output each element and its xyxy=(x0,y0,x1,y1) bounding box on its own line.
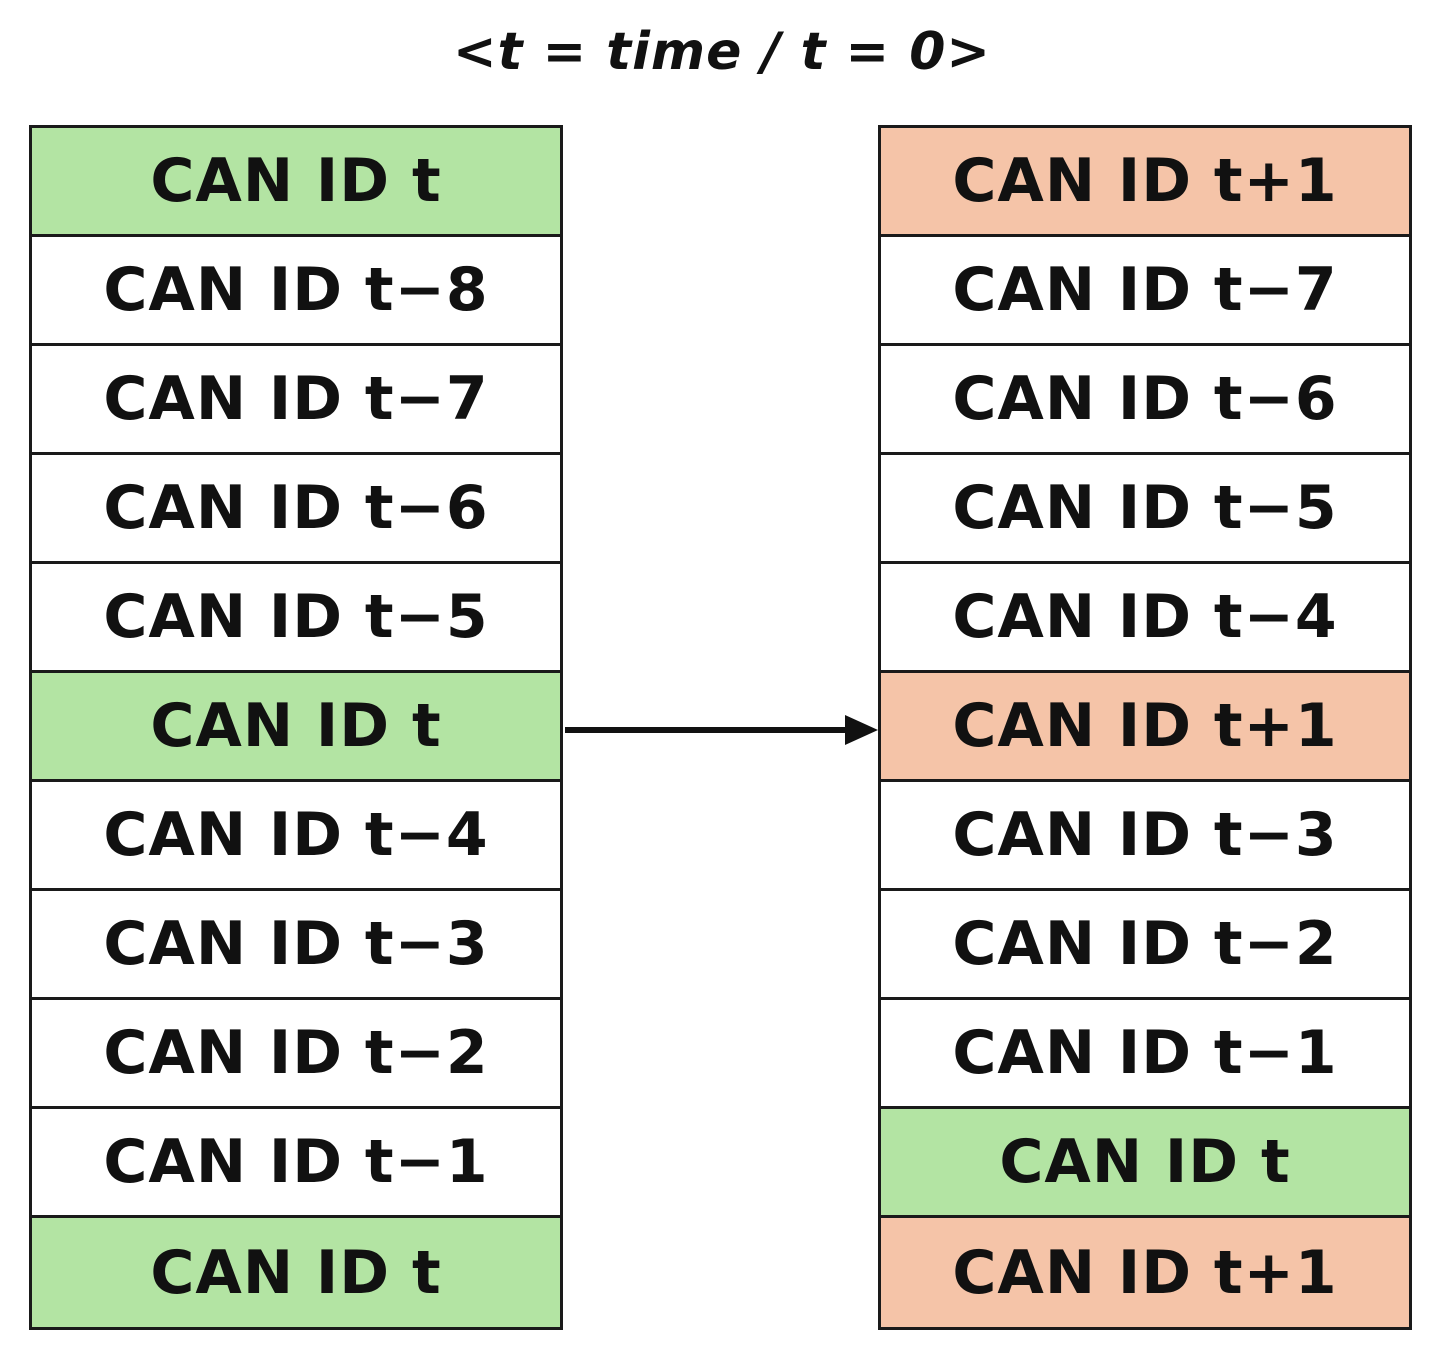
left-can-id-cell: CAN ID t xyxy=(32,128,560,237)
left-can-id-cell: CAN ID t xyxy=(32,673,560,782)
left-can-id-cell: CAN ID t xyxy=(32,1218,560,1327)
right-can-id-cell: CAN ID t+1 xyxy=(881,673,1409,782)
right-can-id-cell: CAN ID t−6 xyxy=(881,346,1409,455)
right-can-id-cell: CAN ID t−5 xyxy=(881,455,1409,564)
left-can-id-cell: CAN ID t−7 xyxy=(32,346,560,455)
left-can-id-cell: CAN ID t−6 xyxy=(32,455,560,564)
transition-arrow xyxy=(565,715,878,745)
arrow-head-icon xyxy=(845,715,878,745)
left-can-id-cell: CAN ID t−8 xyxy=(32,237,560,346)
right-can-id-cell: CAN ID t−1 xyxy=(881,1000,1409,1109)
right-can-id-cell: CAN ID t−3 xyxy=(881,782,1409,891)
right-can-id-cell: CAN ID t−4 xyxy=(881,564,1409,673)
right-can-id-cell: CAN ID t−7 xyxy=(881,237,1409,346)
left-can-id-cell: CAN ID t−4 xyxy=(32,782,560,891)
right-can-id-cell: CAN ID t xyxy=(881,1109,1409,1218)
left-can-id-cell: CAN ID t−3 xyxy=(32,891,560,1000)
left-can-id-cell: CAN ID t−2 xyxy=(32,1000,560,1109)
left-can-id-cell: CAN ID t−5 xyxy=(32,564,560,673)
left-can-id-cell: CAN ID t−1 xyxy=(32,1109,560,1218)
right-can-id-cell: CAN ID t−2 xyxy=(881,891,1409,1000)
right-can-id-cell: CAN ID t+1 xyxy=(881,128,1409,237)
diagram-title: <t = time / t = 0> xyxy=(453,22,991,82)
right-can-id-cell: CAN ID t+1 xyxy=(881,1218,1409,1327)
